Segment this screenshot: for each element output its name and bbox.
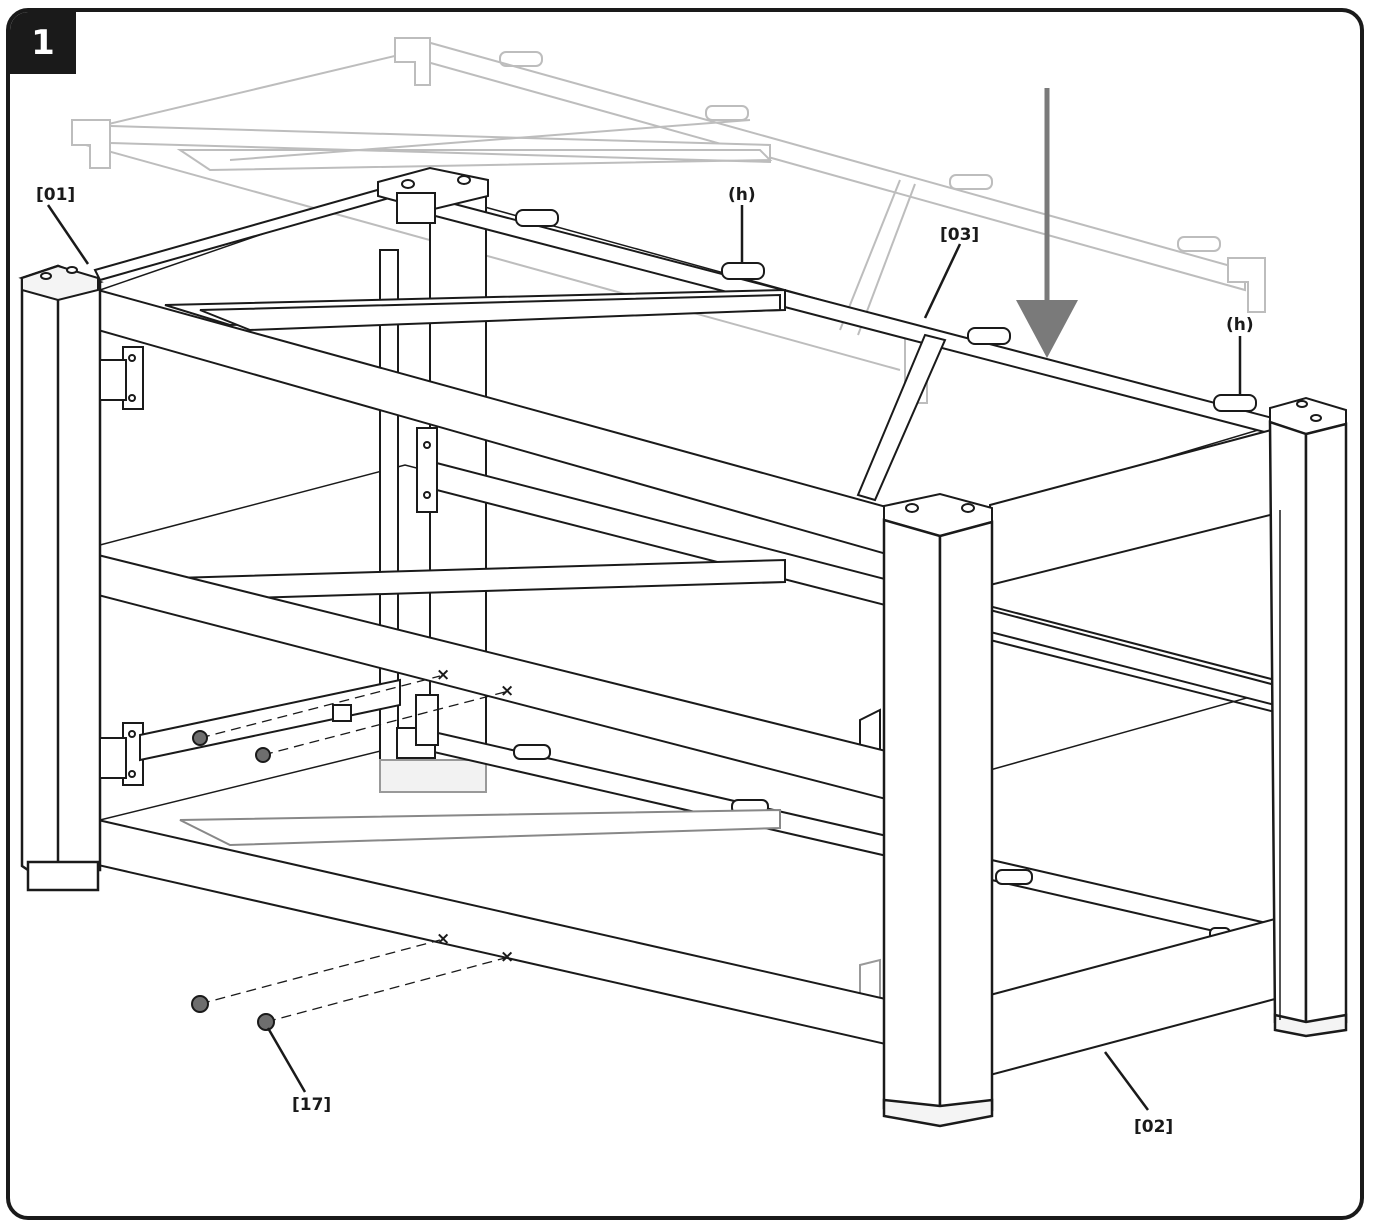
front-rails [97,288,891,1047]
label-part-01: [01] [36,185,75,205]
corner-caps [21,166,1347,538]
label-part-17: [17] [292,1095,331,1115]
svg-text:×: × [436,929,450,949]
down-arrow-icon [1016,88,1078,358]
svg-text:×: × [436,665,450,685]
svg-text:×: × [500,947,514,967]
label-part-03: [03] [940,225,979,245]
label-hardware-h-left: (h) [728,185,756,205]
hardware-brackets [513,209,1257,941]
ghost-top-frame [71,37,1266,404]
cross-braces [164,288,786,847]
label-part-02: [02] [1134,1117,1173,1137]
step-number-badge: 1 [10,12,76,74]
front-right-post [882,518,994,1128]
top-left-rail [93,183,402,282]
label-hardware-h-right: (h) [1226,315,1254,335]
left-hinge-brackets [99,192,439,786]
pegs: × × × × [191,665,514,1031]
back-right-post [1268,420,1348,1038]
leader-lines [46,204,1242,1111]
front-left-post [18,264,104,892]
right-end-rails [989,423,1291,1077]
svg-text:×: × [500,681,514,701]
